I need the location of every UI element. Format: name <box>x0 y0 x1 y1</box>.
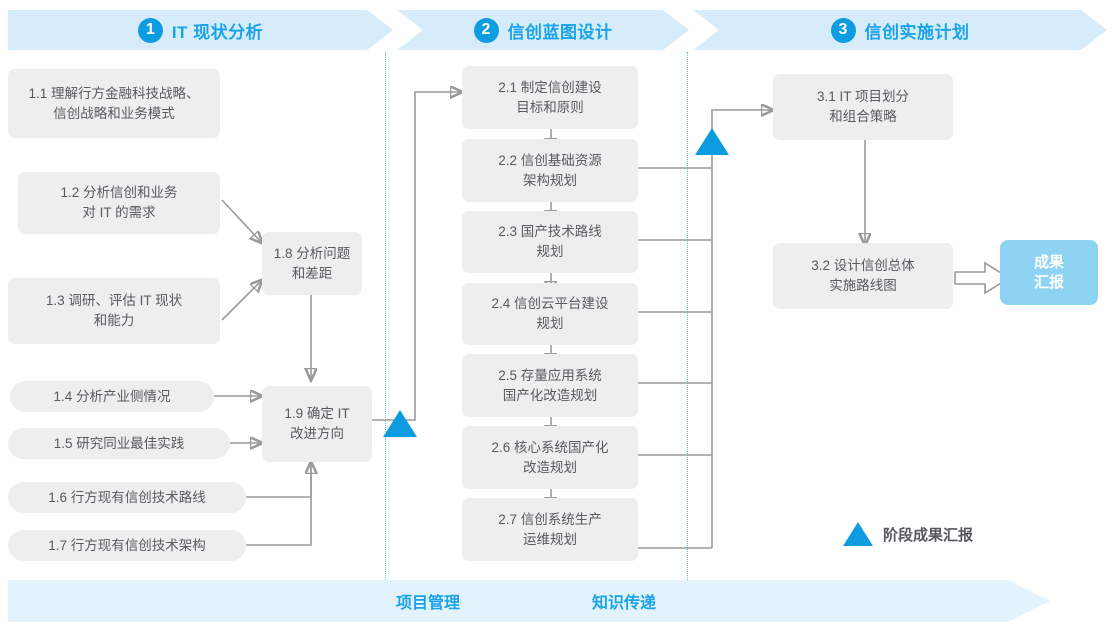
task-box-1-6[interactable]: 1.6 行方现有信创技术路线 <box>8 482 246 513</box>
task-box-2-3[interactable]: 2.3 国产技术路线 规划 <box>462 211 638 273</box>
phase-number-2: 2 <box>474 18 499 43</box>
footer-band <box>8 580 1050 622</box>
phase-title-1: IT 现状分析 <box>171 22 264 42</box>
phase-number-1: 1 <box>138 18 163 43</box>
task-box-3-2[interactable]: 3.2 设计信创总体 实施路线图 <box>773 243 953 309</box>
footer-label-knowledge-transfer: 知识传递 <box>592 595 657 612</box>
triangle-icon <box>843 522 873 546</box>
task-box-1-2[interactable]: 1.2 分析信创和业务 对 IT 的需求 <box>18 172 220 234</box>
task-box-1-5[interactable]: 1.5 研究同业最佳实践 <box>8 428 230 459</box>
result-badge[interactable]: 成果 汇报 <box>1000 240 1098 305</box>
phase-title-3: 信创实施计划 <box>864 22 970 42</box>
task-box-2-1[interactable]: 2.1 制定信创建设 目标和原则 <box>462 66 638 129</box>
task-box-2-2[interactable]: 2.2 信创基础资源 架构规划 <box>462 139 638 202</box>
phase-divider-1 <box>385 52 386 580</box>
footer-label-project-management: 项目管理 <box>396 595 461 612</box>
phase-header-2: 2 信创蓝图设计 <box>474 18 613 43</box>
phase-title-2: 信创蓝图设计 <box>507 22 613 42</box>
task-box-1-1[interactable]: 1.1 理解行方金融科技战略、 信创战略和业务模式 <box>8 69 220 138</box>
phase-band-1: 1 IT 现状分析 <box>8 10 393 50</box>
task-box-2-4[interactable]: 2.4 信创云平台建设 规划 <box>462 283 638 345</box>
milestone-triangle-phase2 <box>695 128 729 155</box>
task-box-1-7[interactable]: 1.7 行方现有信创技术架构 <box>8 530 246 561</box>
task-box-1-4[interactable]: 1.4 分析产业侧情况 <box>10 381 214 412</box>
phase-band-3: 3 信创实施计划 <box>693 10 1107 50</box>
phase-header-3: 3 信创实施计划 <box>831 18 970 43</box>
task-box-2-5[interactable]: 2.5 存量应用系统 国产化改造规划 <box>462 354 638 417</box>
milestone-triangle-phase1 <box>383 410 417 437</box>
legend-milestone: 阶段成果汇报 <box>843 522 973 546</box>
phase-number-3: 3 <box>831 18 856 43</box>
phase-header-1: 1 IT 现状分析 <box>138 18 263 43</box>
task-box-1-3[interactable]: 1.3 调研、评估 IT 现状 和能力 <box>8 278 220 344</box>
task-box-1-8[interactable]: 1.8 分析问题 和差距 <box>262 232 362 295</box>
task-box-1-9[interactable]: 1.9 确定 IT 改进方向 <box>262 386 372 462</box>
phase-band-2: 2 信创蓝图设计 <box>397 10 689 50</box>
task-box-2-7[interactable]: 2.7 信创系统生产 运维规划 <box>462 498 638 561</box>
task-box-3-1[interactable]: 3.1 IT 项目划分 和组合策略 <box>773 74 953 140</box>
phase-divider-2 <box>687 52 688 580</box>
legend-label: 阶段成果汇报 <box>883 526 974 544</box>
task-box-2-6[interactable]: 2.6 核心系统国产化 改造规划 <box>462 426 638 489</box>
